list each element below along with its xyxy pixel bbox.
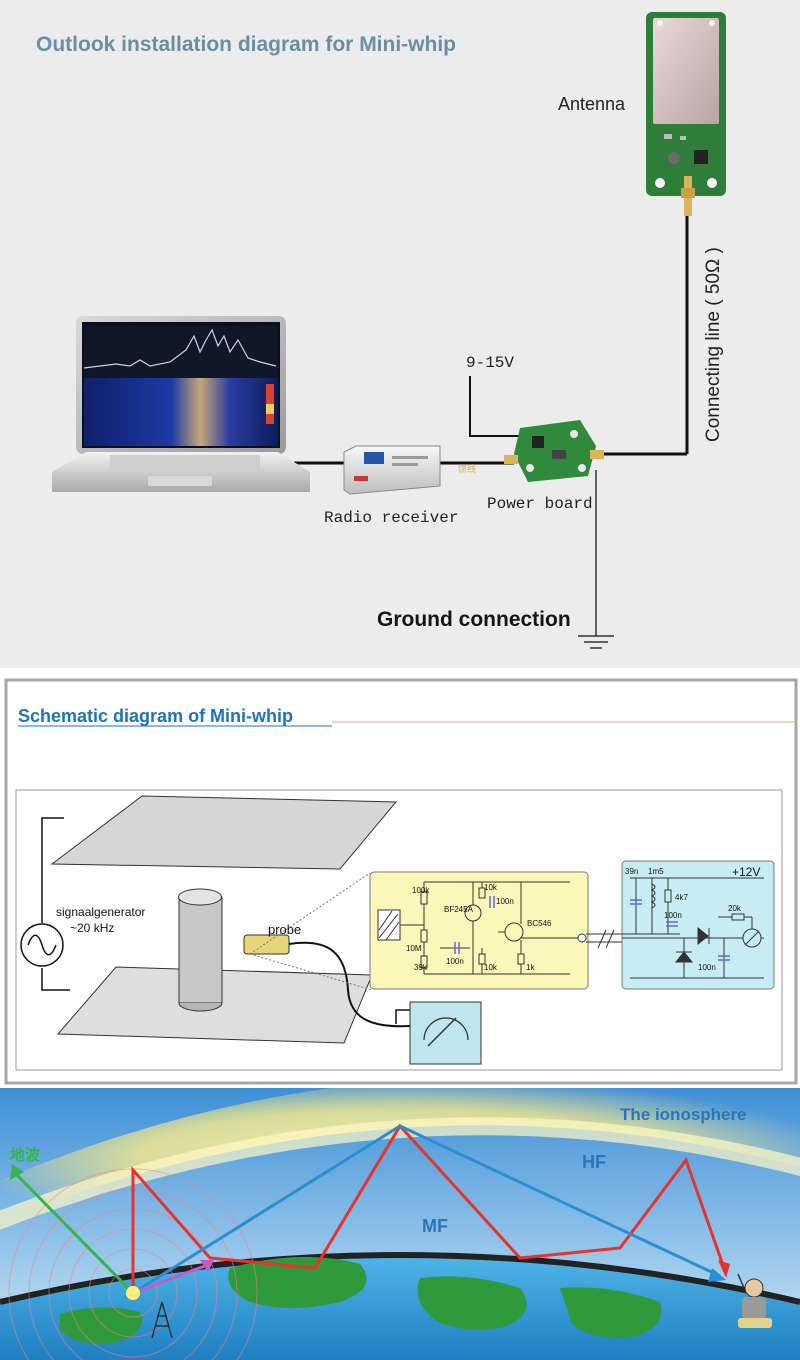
probe: [243, 934, 290, 955]
power-supply-wire: [469, 376, 520, 437]
ionosphere-title: The ionosphere: [620, 1105, 747, 1124]
ground-symbol: [578, 635, 614, 649]
zoom-line-upper: [249, 872, 371, 955]
frequency-label: ~20 kHz: [70, 921, 114, 935]
generator-wire-top: [41, 817, 64, 923]
ionosphere-panel: The ionosphere HF MF 地波: [0, 1088, 800, 1360]
radio-receiver: [343, 445, 441, 495]
zoom-line-lower: [249, 953, 373, 991]
probe-cylinder: [178, 888, 223, 1012]
label-39k: 39k: [414, 963, 428, 972]
label-20k: 20k: [728, 904, 742, 913]
detector-wiring: [622, 877, 764, 979]
transmitter-tower: [151, 1301, 173, 1339]
installation-panel: Outlook installation diagram for Mini-wh…: [0, 0, 800, 668]
label-100k: 100k: [412, 886, 430, 895]
laptop: [52, 316, 310, 492]
label-100n-b: 100n: [446, 957, 464, 966]
schematic-title: Schematic diagram of Mini-whip: [18, 706, 293, 726]
connecting-line-label: Connecting line ( 50Ω ): [703, 247, 724, 442]
preamp-wiring: [377, 881, 587, 975]
preamp-capacitors: [454, 896, 495, 954]
power-board: [504, 420, 604, 482]
antenna-label: Antenna: [558, 94, 626, 114]
voltage-label: 9-15V: [466, 354, 514, 372]
label-10m: 10M: [406, 944, 422, 953]
label-100n-a: 100n: [496, 897, 514, 906]
radio-receiver-label: Radio receiver: [324, 509, 458, 527]
hf-path: [132, 1124, 721, 1295]
label-100n-c: 100n: [664, 911, 682, 920]
schematic-panel: Schematic diagram of Mini-whip signaalge…: [0, 668, 800, 1088]
direct-wave-path: [132, 1262, 211, 1295]
signal-generator: [20, 923, 64, 967]
installation-title: Outlook installation diagram for Mini-wh…: [36, 33, 456, 56]
ionosphere-diagram: The ionosphere HF MF 地波: [0, 1088, 800, 1360]
label-10k-b: 10k: [484, 963, 498, 972]
schematic-diagram: Schematic diagram of Mini-whip signaalge…: [4, 678, 798, 1085]
installation-diagram: Outlook installation diagram for Mini-wh…: [36, 12, 726, 649]
top-plate: [50, 795, 398, 870]
label-100n-d: 100n: [698, 963, 716, 972]
ionosphere-layer: [0, 1088, 800, 1222]
detector-circuit: [621, 860, 775, 990]
label-39n: 39n: [625, 867, 638, 876]
meter: [409, 1001, 482, 1065]
ground-wave-path: [12, 1170, 135, 1295]
probe-label: probe: [268, 922, 301, 937]
label-10k-a: 10k: [484, 883, 498, 892]
signal-generator-label: signaalgenerator: [56, 905, 145, 919]
hf-label: HF: [582, 1152, 606, 1172]
antenna-board: [646, 12, 726, 216]
coax-link: [586, 929, 622, 949]
transmitter-burst: [126, 1286, 140, 1300]
ground-connection-label: Ground connection: [377, 608, 571, 631]
cable-tag: 馈线: [458, 463, 476, 474]
continents: [60, 1256, 662, 1345]
power-board-label: Power board: [487, 495, 593, 513]
label-bc546: BC546: [527, 919, 552, 928]
probe-cable: [288, 941, 411, 1028]
label-4k7: 4k7: [675, 893, 688, 902]
receiver-person: [737, 1273, 772, 1328]
ground-wave-label: 地波: [10, 1146, 41, 1164]
meter-wire: [395, 1009, 412, 1024]
label-1m5: 1m5: [648, 867, 664, 876]
detector-capacitors: [630, 899, 730, 961]
generator-wire-bottom: [41, 968, 70, 991]
label-1k: 1k: [526, 963, 535, 972]
label-bf245a: BF245A: [444, 905, 474, 914]
label-12v: +12V: [732, 865, 760, 879]
mf-label: MF: [422, 1216, 448, 1236]
